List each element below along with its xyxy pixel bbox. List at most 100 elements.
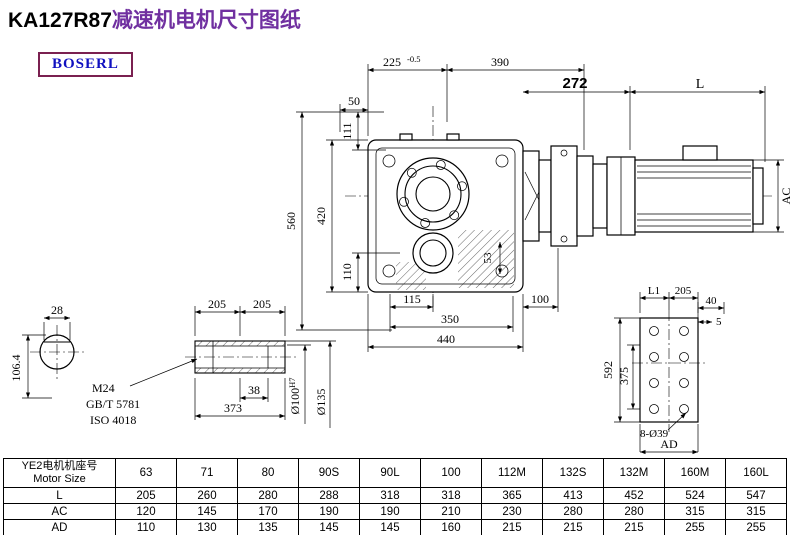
dim-label-205-b: 205 bbox=[253, 297, 271, 311]
cell: 215 bbox=[603, 519, 665, 535]
cell: 120 bbox=[115, 503, 177, 520]
dim-label-373: 373 bbox=[224, 401, 242, 415]
dim-label-bore-100H7: Ø100H7 bbox=[287, 377, 302, 414]
col-header: 112M bbox=[481, 458, 543, 488]
dim-label-272: 272 bbox=[562, 75, 587, 92]
dim-label-205-c: 205 bbox=[675, 285, 692, 297]
cell: 230 bbox=[481, 503, 543, 520]
cell: 260 bbox=[176, 487, 238, 504]
dim-label-L1: L1 bbox=[648, 285, 660, 297]
dim-label-53: 53 bbox=[482, 252, 494, 264]
row-label: AD bbox=[3, 519, 116, 535]
cell: 524 bbox=[664, 487, 726, 504]
dim-label-AC: AC bbox=[779, 188, 793, 205]
col-header: 90L bbox=[359, 458, 421, 488]
thread-label-m24: M24 bbox=[92, 381, 115, 395]
motor-fins bbox=[637, 165, 751, 227]
table-row-AC: AC 120 145 170 190 190 210 230 280 280 3… bbox=[3, 503, 787, 520]
dim-label-390: 390 bbox=[491, 55, 509, 69]
cell: 318 bbox=[420, 487, 482, 504]
cell: 160 bbox=[420, 519, 482, 535]
dim-label-205-a: 205 bbox=[208, 297, 226, 311]
motor-size-table: YE2电机机座号 Motor Size 63 71 80 90S 90L 100… bbox=[3, 458, 787, 535]
cell: 135 bbox=[237, 519, 299, 535]
cell: 318 bbox=[359, 487, 421, 504]
table-row-AD: AD 110 130 135 145 145 160 215 215 215 2… bbox=[3, 519, 787, 535]
dim-label-115: 115 bbox=[403, 292, 421, 306]
header-cn: YE2电机机座号 bbox=[21, 459, 98, 472]
dim-label-38: 38 bbox=[248, 383, 260, 397]
row-label: AC bbox=[3, 503, 116, 520]
dim-label-135: Ø135 bbox=[314, 389, 328, 416]
cell: 255 bbox=[664, 519, 726, 535]
cell: 190 bbox=[359, 503, 421, 520]
cell: 280 bbox=[603, 503, 665, 520]
table-row-L: L 205 260 280 288 318 318 365 413 452 52… bbox=[3, 487, 787, 504]
dim-label-350: 350 bbox=[441, 312, 459, 326]
cell: 280 bbox=[542, 503, 604, 520]
motor-flange-view: L1 205 40 5 592 375 8-Ø39 AD bbox=[601, 285, 725, 455]
cell: 215 bbox=[542, 519, 604, 535]
dimensions-bottom: 115 100 350 440 bbox=[367, 248, 559, 352]
cell: 170 bbox=[237, 503, 299, 520]
cell: 315 bbox=[725, 503, 787, 520]
cell: 145 bbox=[359, 519, 421, 535]
dim-label-50: 50 bbox=[348, 94, 360, 108]
dim-label-110: 110 bbox=[340, 263, 354, 281]
gearbox-front-view bbox=[367, 133, 524, 293]
dimension-ac: AC bbox=[753, 159, 793, 233]
title-model: KA127R87 bbox=[8, 9, 112, 32]
table-header-row: YE2电机机座号 Motor Size 63 71 80 90S 90L 100… bbox=[3, 458, 787, 488]
standard-label-iso: ISO 4018 bbox=[90, 413, 136, 427]
page-title: KA127R87减速机电机尺寸图纸 bbox=[8, 4, 301, 34]
dim-label-tolerance: -0.5 bbox=[407, 54, 420, 64]
col-header: 90S bbox=[298, 458, 360, 488]
col-header: 100 bbox=[420, 458, 482, 488]
dim-label-225: 225 bbox=[383, 55, 401, 69]
col-header: 160L bbox=[725, 458, 787, 488]
cell: 130 bbox=[176, 519, 238, 535]
dim-label-AD: AD bbox=[660, 437, 678, 451]
dim-label-106-4: 106.4 bbox=[9, 355, 23, 382]
holes-label-8x39: 8-Ø39 bbox=[640, 428, 669, 440]
col-header: 80 bbox=[237, 458, 299, 488]
table-corner-cell: YE2电机机座号 Motor Size bbox=[3, 458, 116, 488]
boserl-logo: BOSERL bbox=[38, 52, 133, 77]
dim-label-5: 5 bbox=[716, 316, 722, 328]
terminal-box bbox=[682, 145, 718, 161]
cell: 452 bbox=[603, 487, 665, 504]
dim-label-40: 40 bbox=[706, 295, 718, 307]
cell: 288 bbox=[298, 487, 360, 504]
cell: 145 bbox=[176, 503, 238, 520]
dim-label-28: 28 bbox=[51, 303, 63, 317]
dim-label-L: L bbox=[696, 77, 705, 92]
standard-label-gb: GB/T 5781 bbox=[86, 397, 140, 411]
cell: 315 bbox=[664, 503, 726, 520]
cell: 280 bbox=[237, 487, 299, 504]
cell: 365 bbox=[481, 487, 543, 504]
title-chinese: 减速机电机尺寸图纸 bbox=[111, 9, 301, 32]
cell: 255 bbox=[725, 519, 787, 535]
cell: 205 bbox=[115, 487, 177, 504]
cell: 413 bbox=[542, 487, 604, 504]
row-label: L bbox=[3, 487, 116, 504]
dim-label-420: 420 bbox=[314, 207, 328, 225]
dim-label-440: 440 bbox=[437, 332, 455, 346]
col-header: 71 bbox=[176, 458, 238, 488]
dim-label-375: 375 bbox=[617, 367, 631, 385]
dim-label-100: 100 bbox=[531, 292, 549, 306]
col-header: 132S bbox=[542, 458, 604, 488]
motor-side-view bbox=[522, 145, 764, 247]
shaft-side-view: 205 205 M24 GB/T 5781 ISO 4018 38 373 Ø1… bbox=[86, 297, 336, 428]
dim-label-592: 592 bbox=[601, 361, 615, 379]
col-header: 63 bbox=[115, 458, 177, 488]
cell: 215 bbox=[481, 519, 543, 535]
cell: 110 bbox=[115, 519, 177, 535]
col-header: 160M bbox=[664, 458, 726, 488]
dim-label-111: 111 bbox=[340, 122, 354, 139]
cell: 145 bbox=[298, 519, 360, 535]
cell: 190 bbox=[298, 503, 360, 520]
dim-label-560: 560 bbox=[284, 212, 298, 230]
